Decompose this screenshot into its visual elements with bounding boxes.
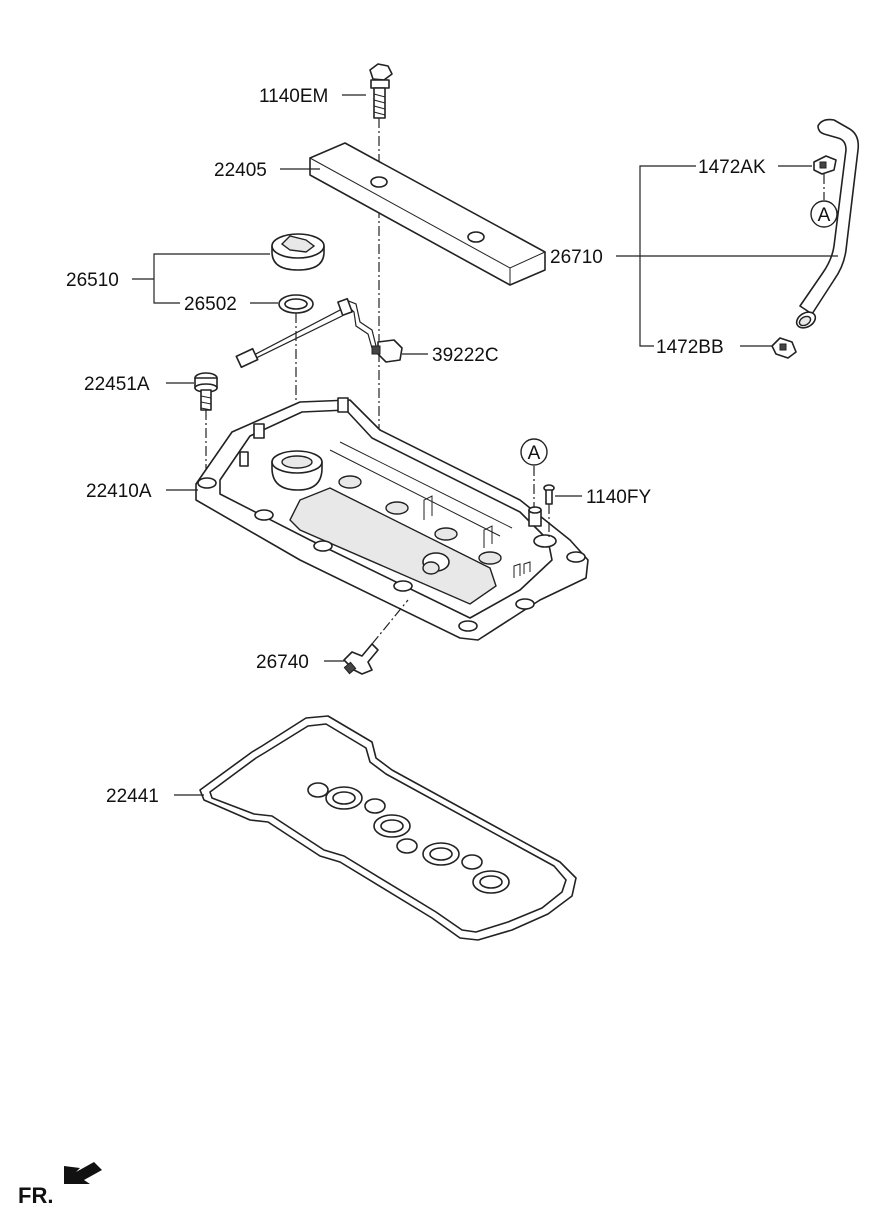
rocker-cover-22410a [195,397,589,641]
pcv-hose-26710 [795,118,860,329]
label-22451a: 22451A [84,374,150,395]
sensor-26740-centerline [371,599,409,645]
oil-filler-cap-26510 [271,233,325,271]
svg-text:A: A [818,205,831,226]
label-22405: 22405 [214,160,267,181]
front-direction-indicator: FR. [18,1162,102,1208]
label-1140fy: 1140FY [586,487,651,508]
label-26510: 26510 [66,270,119,291]
label-26710: 26710 [550,247,603,268]
front-arrow-icon [64,1162,102,1184]
sensor-harness-39222c [235,297,403,369]
label-22441: 22441 [106,786,159,807]
clamp-1472ak [813,155,837,175]
clamp-1472bb [771,337,797,359]
bolt-1140em [369,63,393,119]
label-1472bb: 1472BB [656,337,724,358]
label-1472ak: 1472AK [698,157,766,178]
reference-a-cover: A [520,438,548,466]
label-39222c: 39222C [432,345,499,366]
front-label: FR. [18,1183,53,1208]
label-26502: 26502 [184,294,237,315]
engine-cover-22405 [309,142,546,286]
cap-gasket-26502 [278,294,314,314]
label-22410a: 22410A [86,481,152,502]
label-1140em: 1140EM [259,86,328,107]
part-labels: 1140EM 22405 26510 26502 39222C 22451A 2… [66,86,766,807]
bolt-22451a [194,372,218,411]
svg-text:A: A [528,443,541,464]
bolt-1140fy [543,484,555,505]
reference-a-hose: A [810,200,838,228]
sensor-26740 [343,643,379,675]
leader-lines [132,94,838,796]
label-26740: 26740 [256,652,309,673]
gasket-22441 [199,715,577,941]
